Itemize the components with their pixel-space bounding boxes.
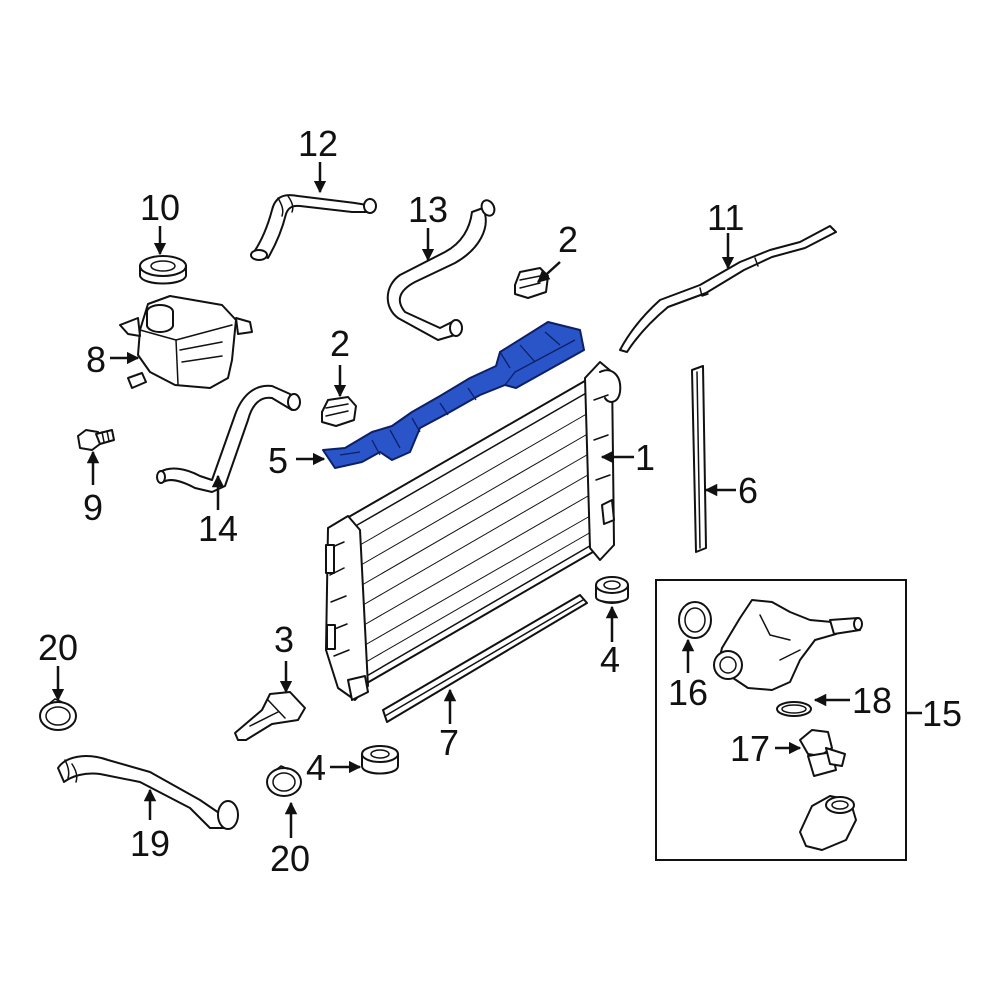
thermostat-housing[interactable] [713,599,863,691]
callout-14: 14 [198,508,238,549]
callout-12: 12 [298,123,338,164]
lower-seal[interactable] [382,594,588,723]
callout-18: 18 [852,680,892,721]
callout-11: 11 [707,197,744,238]
thermostat-assembly-box [655,579,907,861]
expansion-tank[interactable] [119,295,253,389]
hose-clamp-left[interactable] [39,698,77,731]
callout-19: 19 [130,823,170,864]
arrow-2a [537,261,561,283]
callout-7: 7 [439,722,459,763]
callout-8: 8 [86,339,106,380]
hose-clamp-right[interactable] [266,765,302,797]
callout-16: 16 [668,672,708,713]
callout-5: 5 [268,440,288,481]
radiator-hose-lower[interactable] [156,384,301,493]
callout-3: 3 [274,619,294,660]
lower-insulator-right[interactable] [595,576,629,604]
callout-9: 9 [83,487,103,528]
o-ring-18[interactable] [776,701,812,717]
lower-insulator-left[interactable] [361,745,399,775]
insulator-upper[interactable] [514,267,549,299]
callout-15: 15 [922,693,962,734]
callout-20-left: 20 [38,627,78,668]
reservoir-cap[interactable] [139,255,187,285]
callout-1: 1 [635,437,655,478]
thermostat[interactable] [799,729,846,777]
callout-4-right: 4 [600,639,620,680]
callout-2-upper: 2 [558,219,578,260]
callout-labels: 1 2 2 3 4 4 5 6 7 8 9 10 11 12 13 14 15 … [38,123,962,879]
radiator-hose-upper[interactable] [386,198,497,341]
radiator[interactable] [325,361,622,701]
insulator-lower[interactable] [321,396,357,427]
lower-bracket[interactable] [234,691,306,741]
side-seal[interactable] [691,365,707,553]
bleed-tube[interactable] [619,225,837,353]
water-outlet[interactable] [799,795,857,851]
gasket-16[interactable] [678,601,712,639]
leader-lines [51,162,922,838]
callout-4-left: 4 [306,747,326,788]
callout-20-right: 20 [270,838,310,879]
callout-13: 13 [408,189,448,230]
upper-bracket-highlighted[interactable] [322,321,585,469]
callout-17: 17 [730,728,770,769]
upper-hose[interactable] [250,194,377,261]
lower-hose[interactable] [57,755,239,830]
mounting-bolt[interactable] [77,429,115,451]
callout-6: 6 [738,470,758,511]
callout-2-lower: 2 [330,323,350,364]
callout-10: 10 [140,187,180,228]
